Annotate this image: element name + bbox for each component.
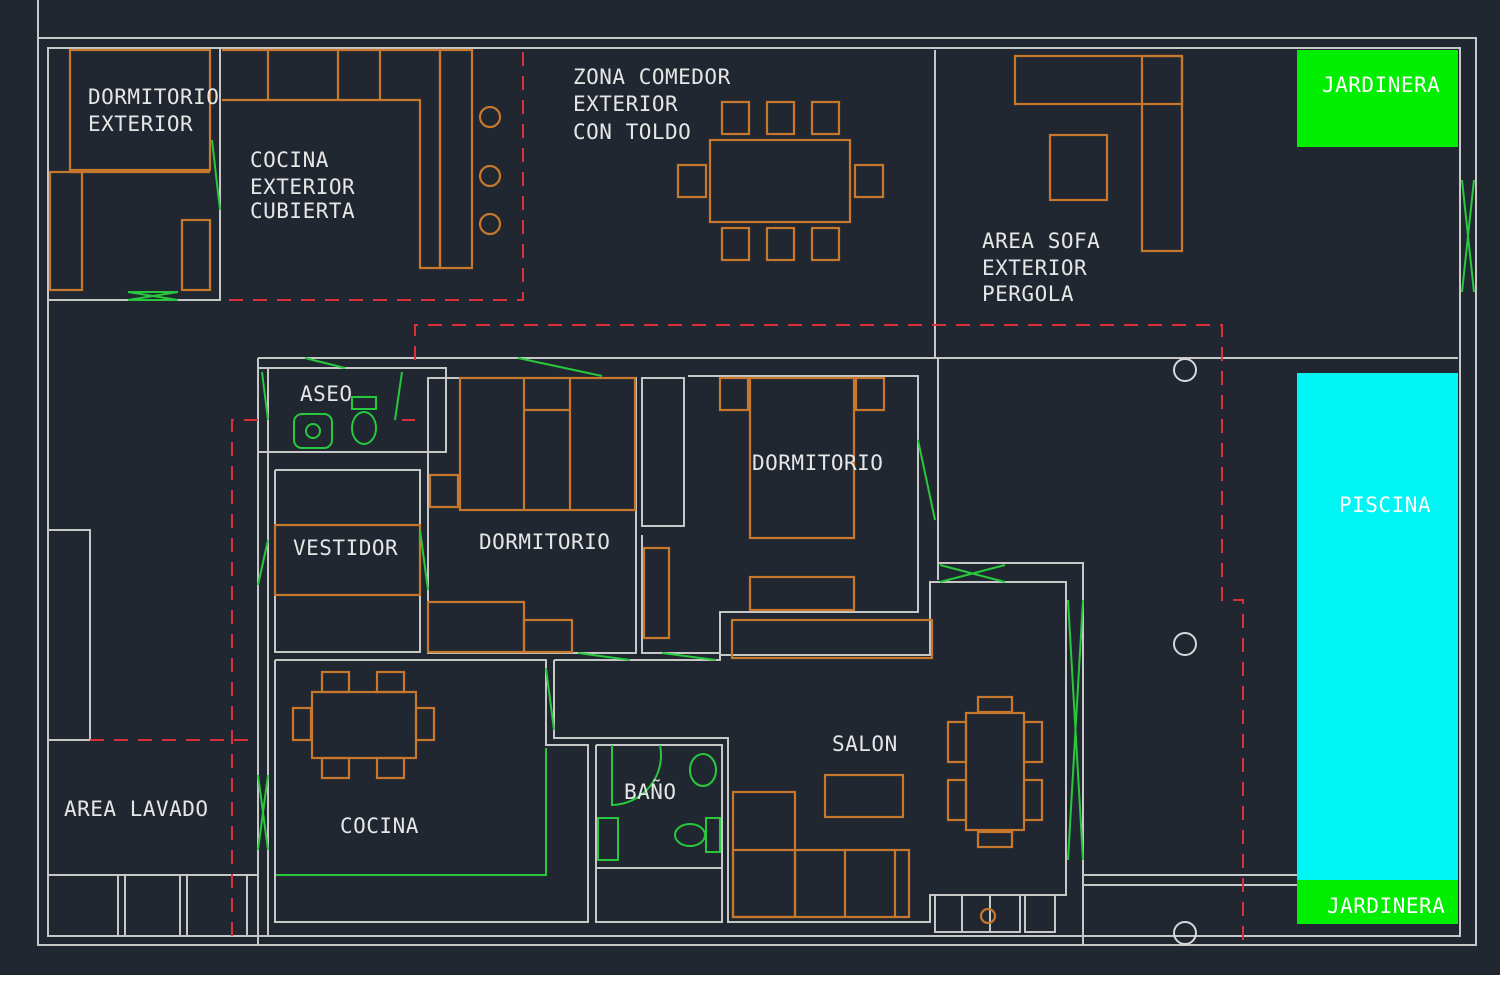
columns [1173, 358, 1197, 945]
covered-area-boundaries [90, 52, 1244, 945]
label-salon: SALON [832, 732, 898, 756]
label-area-sofa-1: AREA SOFA [982, 229, 1100, 253]
label-jardinera-bottom: JARDINERA [1327, 894, 1445, 918]
label-dormitorio-exterior-2: EXTERIOR [88, 112, 193, 136]
jardinera-top-area [1297, 50, 1458, 147]
label-zona-comedor-2: EXTERIOR [573, 92, 678, 116]
label-cocina: COCINA [340, 814, 419, 838]
windows-doors-fixtures [127, 139, 1475, 876]
label-area-sofa-3: PERGOLA [982, 282, 1074, 306]
label-piscina: PISCINA [1339, 493, 1431, 517]
label-cocina-exterior-2: EXTERIOR [250, 175, 355, 199]
label-area-sofa-2: EXTERIOR [982, 256, 1087, 280]
label-dormitorio-right: DORMITORIO [752, 451, 883, 475]
label-zona-comedor-3: CON TOLDO [573, 120, 691, 144]
furniture [48, 48, 1184, 925]
label-vestidor: VESTIDOR [293, 536, 398, 560]
jardinera-bottom-area [1297, 880, 1458, 924]
label-dormitorio-exterior-1: DORMITORIO [88, 85, 219, 109]
label-zona-comedor-1: ZONA COMEDOR [573, 65, 731, 89]
piscina-area [1297, 373, 1458, 880]
room-labels: DORMITORIO EXTERIOR COCINA EXTERIOR CUBI… [64, 65, 1445, 918]
label-cocina-exterior-3: CUBIERTA [250, 199, 355, 223]
label-dormitorio-center: DORMITORIO [479, 530, 610, 554]
label-bano: BAÑO [624, 778, 677, 804]
label-area-lavado: AREA LAVADO [64, 797, 209, 821]
label-aseo: ASEO [300, 382, 353, 406]
label-cocina-exterior-1: COCINA [250, 148, 329, 172]
label-jardinera-top: JARDINERA [1322, 73, 1440, 97]
